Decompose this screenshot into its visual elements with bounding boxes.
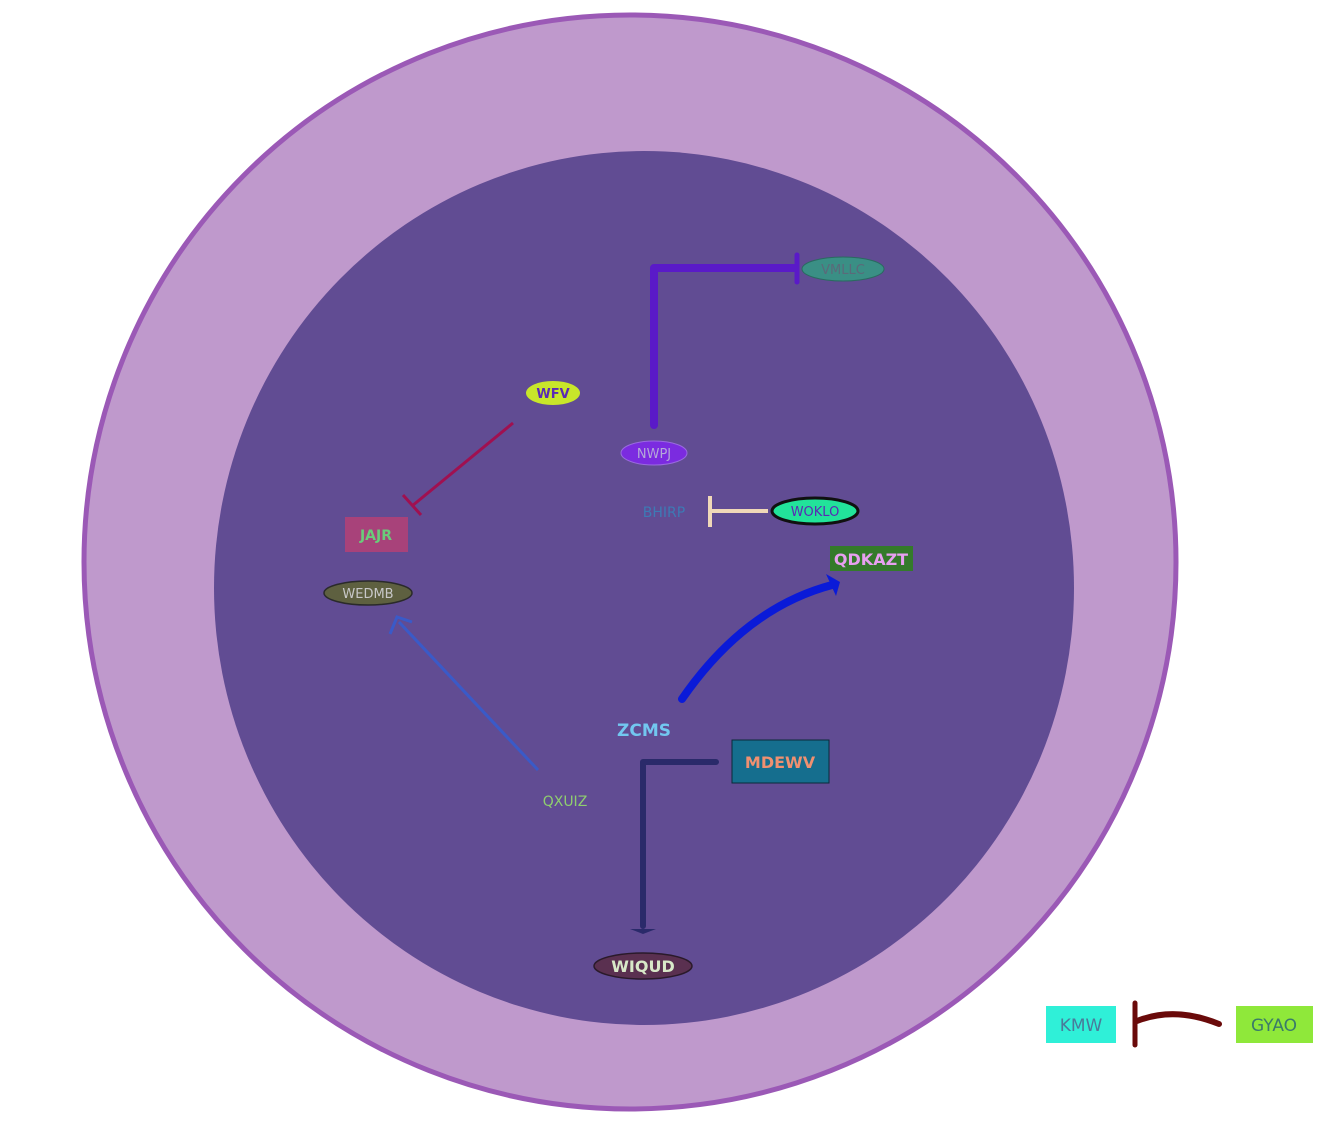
edge-mdewv-activates-wiqud [630, 759, 719, 934]
node-wfv: WFV [526, 381, 580, 405]
svg-text:WOKLO: WOKLO [791, 505, 840, 520]
node-jajr: JAJR [345, 517, 408, 552]
svg-text:ZCMS: ZCMS [617, 721, 671, 741]
node-nwpj: NWPJ [620, 440, 688, 466]
edge-gyao-inhibits-kmw [1132, 1000, 1222, 1048]
svg-text:NWPJ: NWPJ [637, 447, 671, 462]
node-gyao: GYAO [1236, 1006, 1313, 1043]
edge-wfv-inhibits-jajr [401, 421, 514, 517]
node-mdewv: MDEWV [731, 739, 830, 784]
edge-zcms-activates-qdkazt [678, 574, 840, 703]
svg-text:GYAO: GYAO [1251, 1016, 1297, 1036]
svg-text:BHIRP: BHIRP [643, 505, 685, 521]
svg-text:JAJR: JAJR [359, 528, 392, 544]
svg-text:WFV: WFV [536, 387, 569, 402]
edge-woklo-inhibits-bhirp [708, 496, 768, 527]
svg-text:WIQUD: WIQUD [611, 957, 674, 976]
node-qdkazt: QDKAZT [830, 546, 913, 571]
node-zcms: ZCMS [617, 721, 671, 741]
svg-text:QXUIZ: QXUIZ [543, 794, 588, 810]
svg-text:VMLLC: VMLLC [821, 263, 865, 278]
node-bhirp: BHIRP [643, 505, 685, 521]
node-kmw: KMW [1046, 1006, 1116, 1043]
svg-text:QDKAZT: QDKAZT [834, 550, 908, 569]
node-vmllc: VMLLC [801, 256, 885, 282]
node-wiqud: WIQUD [593, 952, 693, 980]
inner-compartment [214, 151, 1074, 1025]
node-qxuiz: QXUIZ [543, 794, 588, 810]
svg-text:MDEWV: MDEWV [745, 753, 816, 772]
svg-text:WEDMB: WEDMB [342, 587, 393, 602]
edge-qxuiz-activates-wedmb [388, 615, 540, 772]
node-wedmb: WEDMB [323, 580, 413, 606]
node-woklo: WOKLO [770, 496, 860, 526]
edge-nwpj-inhibits-vmllc [650, 252, 800, 429]
svg-text:KMW: KMW [1060, 1016, 1103, 1036]
